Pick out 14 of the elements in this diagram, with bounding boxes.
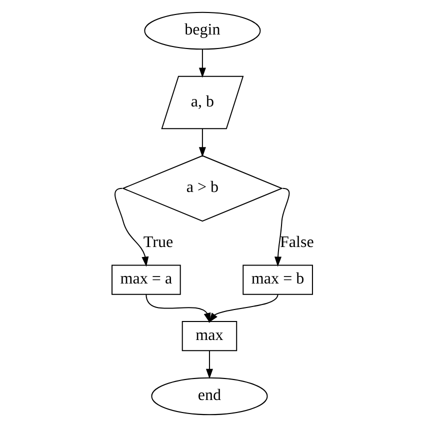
arrow [205, 350, 212, 379]
node-box: max = b [242, 264, 312, 295]
node-box: max [181, 321, 237, 352]
arrow [208, 294, 278, 323]
edge-label: True [142, 234, 173, 251]
arrow [198, 49, 206, 78]
edge-label: False [279, 234, 314, 251]
node-box: max = a [111, 264, 180, 295]
node-ellipse: begin [144, 12, 260, 50]
arrow [198, 128, 206, 158]
arrow [114, 188, 148, 267]
node-diamond: a > b [121, 155, 283, 222]
node-ellipse: end [150, 377, 268, 416]
arrow [145, 294, 210, 323]
